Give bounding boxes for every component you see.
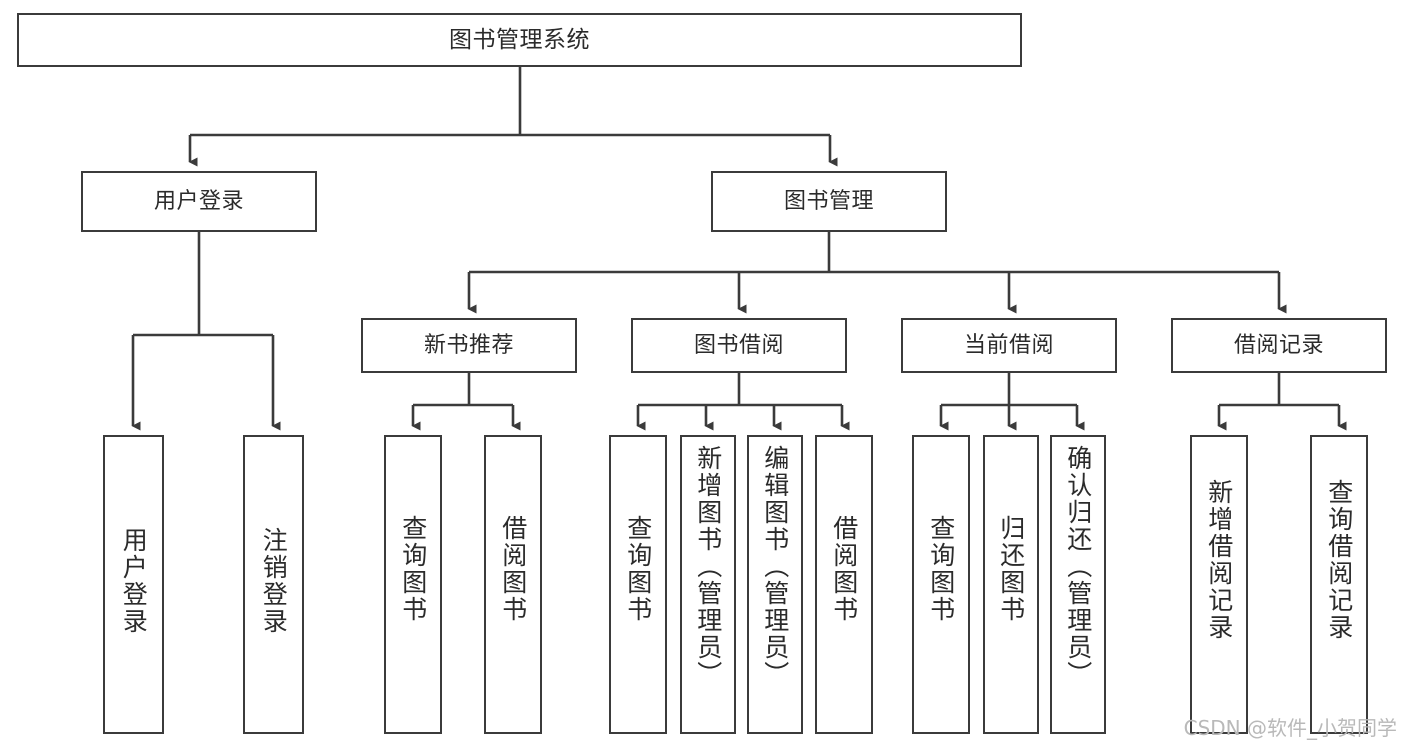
node-book-borrow[interactable]: 图书借阅 (631, 318, 847, 373)
leaf-query-book-current[interactable]: 查询图书 (912, 435, 970, 734)
leaf-logout-login[interactable]: 注销登录 (243, 435, 304, 734)
node-label: 图书管理系统 (449, 26, 590, 53)
leaf-edit-book-admin[interactable]: 编辑图书（管理员） (747, 435, 803, 734)
leaf-user-login[interactable]: 用户登录 (103, 435, 164, 734)
node-label: 借阅记录 (1233, 332, 1324, 358)
leaf-borrow-book-new-recommend[interactable]: 借阅图书 (484, 435, 542, 734)
node-label: 当前借阅 (963, 332, 1054, 358)
node-current-borrow[interactable]: 当前借阅 (901, 318, 1117, 373)
node-label: 注销登录 (259, 527, 289, 635)
leaf-confirm-return-admin[interactable]: 确认归还（管理员） (1050, 435, 1106, 734)
node-label: 用户登录 (119, 527, 149, 635)
node-label: 查询借阅记录 (1324, 479, 1354, 641)
node-label: 查询图书 (623, 515, 653, 623)
node-label: 用户登录 (153, 188, 244, 214)
node-book-management-system[interactable]: 图书管理系统 (17, 13, 1022, 67)
node-borrow-record[interactable]: 借阅记录 (1171, 318, 1387, 373)
leaf-return-book[interactable]: 归还图书 (983, 435, 1039, 734)
node-user-login[interactable]: 用户登录 (81, 171, 317, 232)
node-new-book-recommend[interactable]: 新书推荐 (361, 318, 577, 373)
node-label: 查询图书 (926, 515, 956, 623)
leaf-add-borrow-record[interactable]: 新增借阅记录 (1190, 435, 1248, 734)
node-label: 编辑图书（管理员） (760, 445, 790, 688)
node-label: 借阅图书 (498, 515, 528, 623)
csdn-watermark: CSDN @软件_小贺同学 (1183, 716, 1397, 740)
leaf-query-book-borrow[interactable]: 查询图书 (609, 435, 667, 734)
node-label: 图书管理 (783, 188, 874, 214)
node-label: 新增图书（管理员） (693, 445, 723, 688)
leaf-query-borrow-record[interactable]: 查询借阅记录 (1310, 435, 1368, 734)
node-label: 图书借阅 (693, 332, 784, 358)
node-label: 新增借阅记录 (1204, 479, 1234, 641)
node-book-management[interactable]: 图书管理 (711, 171, 947, 232)
leaf-borrow-book-borrow[interactable]: 借阅图书 (815, 435, 873, 734)
node-label: 新书推荐 (423, 332, 514, 358)
node-label: 借阅图书 (829, 515, 859, 623)
node-label: 确认归还（管理员） (1063, 445, 1093, 688)
node-label: 查询图书 (398, 515, 428, 623)
node-label: 归还图书 (996, 515, 1026, 623)
leaf-query-book-new-recommend[interactable]: 查询图书 (384, 435, 442, 734)
leaf-add-book-admin[interactable]: 新增图书（管理员） (680, 435, 736, 734)
